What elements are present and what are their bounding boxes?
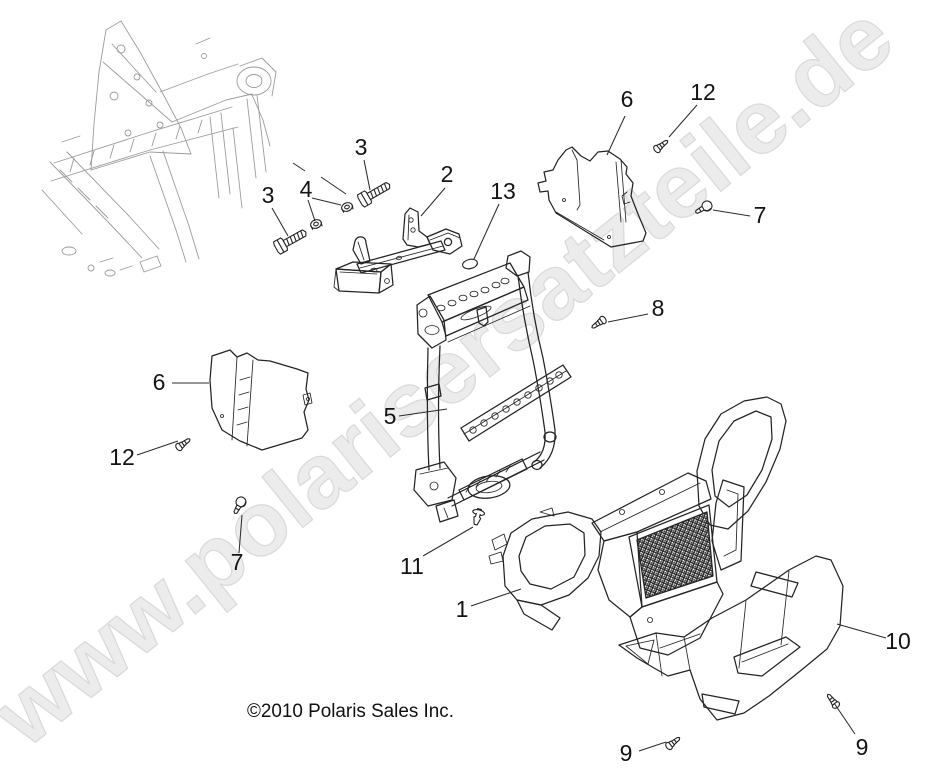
callout-label-2: 2 [441,161,454,187]
callout-label-11: 11 [400,553,424,579]
callout-label-13: 13 [490,178,516,204]
screw-9-left [665,736,681,751]
leader-line-9 [638,741,667,752]
screw-8 [591,315,607,329]
copyright-text: ©2010 Polaris Sales Inc. [247,701,454,722]
leader-line-3 [271,207,289,237]
callout-label-5: 5 [384,403,397,429]
leader-line-6 [606,115,626,156]
part-1-front-bumper [488,396,787,656]
leader-line-12 [668,104,698,138]
leader-line-2 [420,187,446,217]
callout-label-8: 8 [652,295,665,321]
leader-line-11 [422,526,474,557]
part-10-lower-bumper-cover [618,555,844,721]
screw-12-left [175,438,191,452]
leader-line-13 [473,203,500,260]
callout-label-10: 10 [885,628,911,654]
callout-label-7: 7 [231,549,244,575]
callout-label-3: 3 [355,134,368,160]
watermark-text: www.polarisersatzteile.de [0,0,912,767]
nut-4-a [341,202,354,213]
leader-line-7 [712,209,751,217]
leader-line-5 [398,408,448,417]
fasteners [175,139,841,751]
callout-label-7: 7 [754,202,767,228]
nut-4-b [310,219,323,230]
callout-label-9: 9 [620,740,633,766]
leader-line-12 [136,440,179,456]
bolt-3-upper [356,181,391,208]
callout-label-4: 4 [300,176,313,202]
part-6-shroud-right [537,146,647,248]
leader-line-9 [833,702,856,735]
callout-label-6: 6 [621,86,634,112]
leader-line-8 [607,313,649,323]
callout-label-3: 3 [262,182,275,208]
leader-line-3 [363,159,371,191]
callout-label-6: 6 [153,369,166,395]
callout-label-12: 12 [690,79,716,105]
reference-line [320,176,347,195]
callout-label-12: 12 [109,444,135,470]
frame-reference-sketch [41,20,277,277]
screw-9-right [826,693,841,709]
rivet-11 [472,508,486,526]
callout-label-9: 9 [856,734,869,760]
part-6-shroud-left [209,349,313,451]
screw-12-right [653,139,669,154]
plug-13 [462,258,478,270]
leader-line-10 [836,623,887,639]
callout-label-1: 1 [456,596,469,622]
leader-line-4 [307,199,316,222]
leader-line-7 [238,514,243,554]
part-5-radiator-support-frame [413,250,572,523]
reference-line [292,162,306,172]
part-2-support-bracket [333,207,463,294]
leader-line-1 [470,588,522,607]
screw-7-left [233,496,247,515]
screw-7-right [695,200,713,214]
bolt-3-lower [273,229,307,255]
leader-line-4 [311,197,342,206]
